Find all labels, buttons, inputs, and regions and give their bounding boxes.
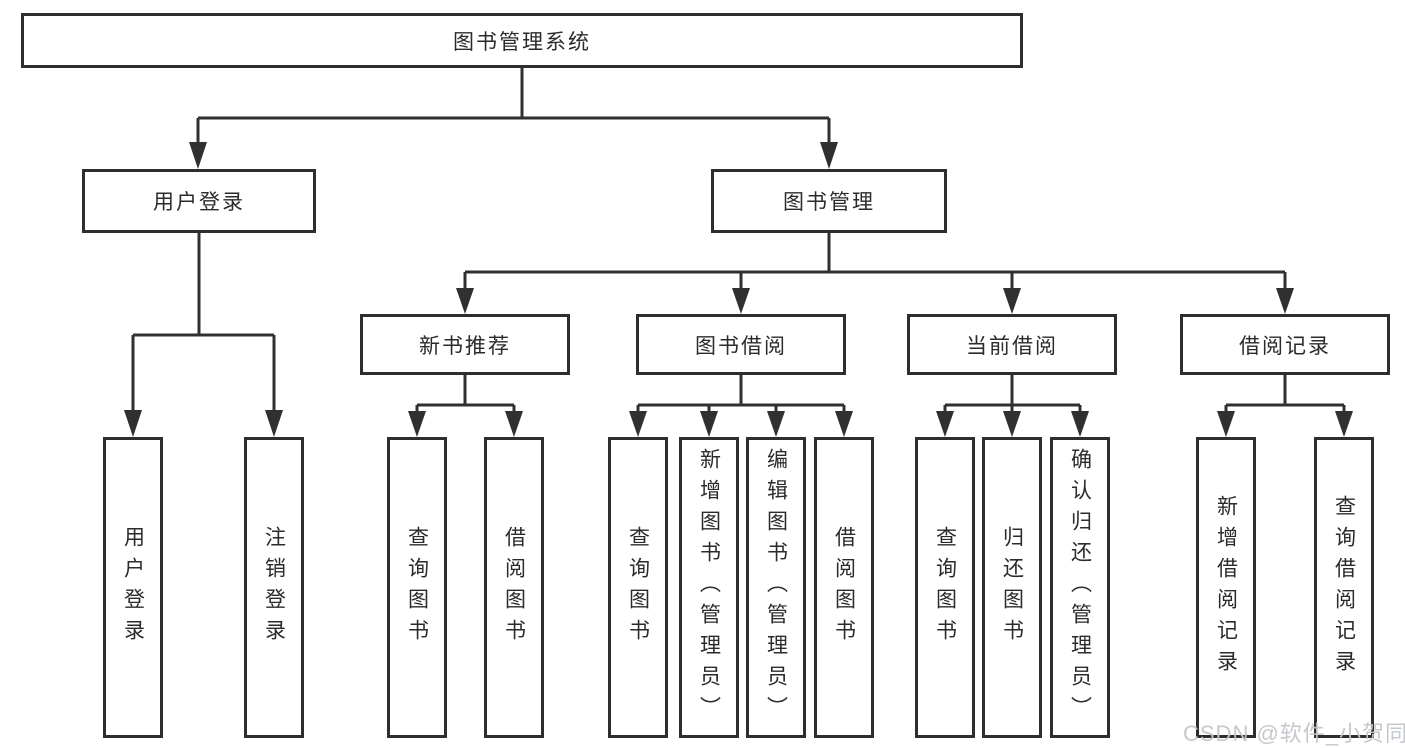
node-root-system: 图书管理系统 <box>21 13 1023 68</box>
connectors-borrow-to-leaves <box>629 375 853 437</box>
node-new-book-recommend: 新书推荐 <box>360 314 570 375</box>
arrowhead-icon <box>629 411 647 437</box>
arrowhead-icon <box>408 411 426 437</box>
arrowhead-icon <box>1003 411 1021 437</box>
arrowhead-icon <box>1217 411 1235 437</box>
leaf-user-login: 用户登录 <box>103 437 163 738</box>
arrowhead-icon <box>936 411 954 437</box>
leaf-add-borrow-record: 新增借阅记录 <box>1196 437 1256 738</box>
connectors-records-to-leaves <box>1217 375 1353 437</box>
arrowhead-icon <box>700 411 718 437</box>
node-label: 查询图书 <box>933 525 957 650</box>
leaf-edit-books-admin: 编辑图书（管理员） <box>746 437 806 738</box>
arrowhead-icon <box>124 410 142 437</box>
node-label: 用户登录 <box>121 525 145 650</box>
node-label: 借阅图书 <box>832 525 856 650</box>
arrowhead-icon <box>1335 411 1353 437</box>
arrowhead-icon <box>456 288 474 314</box>
arrowhead-icon <box>505 411 523 437</box>
node-book-borrowing: 图书借阅 <box>636 314 846 375</box>
arrowhead-icon <box>767 411 785 437</box>
node-label: 查询图书 <box>626 525 650 650</box>
connectors-newbook-to-leaves <box>408 375 523 437</box>
csdn-watermark: CSDN @软件_小贺同学 <box>1183 721 1405 746</box>
arrowhead-icon <box>1071 411 1089 437</box>
node-label: 借阅图书 <box>502 525 526 650</box>
arrowhead-icon <box>835 411 853 437</box>
node-label: 当前借阅 <box>966 334 1058 358</box>
node-label: 编辑图书（管理员） <box>764 448 788 727</box>
node-label: 归还图书 <box>1000 525 1024 650</box>
node-label: 确认归还（管理员） <box>1068 448 1092 727</box>
node-user-login: 用户登录 <box>82 169 316 233</box>
node-label: 注销登录 <box>262 525 286 650</box>
node-label: 新增图书（管理员） <box>697 448 721 727</box>
node-label: 借阅记录 <box>1239 334 1331 358</box>
arrowhead-icon <box>1276 288 1294 314</box>
node-label: 新书推荐 <box>419 334 511 358</box>
arrowhead-icon <box>732 288 750 314</box>
node-current-borrowing: 当前借阅 <box>907 314 1117 375</box>
connectors-root-to-level2 <box>189 68 838 169</box>
arrowhead-icon <box>1003 288 1021 314</box>
node-label: 新增借阅记录 <box>1214 494 1238 681</box>
leaf-query-books: 查询图书 <box>608 437 668 738</box>
leaf-borrow-books: 借阅图书 <box>484 437 544 738</box>
leaf-logout: 注销登录 <box>244 437 304 738</box>
node-label: 查询图书 <box>405 525 429 650</box>
connectors-current-to-leaves <box>936 375 1089 437</box>
leaf-borrow-books: 借阅图书 <box>814 437 874 738</box>
node-label: 查询借阅记录 <box>1332 494 1356 681</box>
node-label: 用户登录 <box>153 191 245 214</box>
leaf-confirm-return-admin: 确认归还（管理员） <box>1050 437 1110 738</box>
arrowhead-icon <box>820 142 838 169</box>
leaf-query-books: 查询图书 <box>915 437 975 738</box>
node-label: 图书管理 <box>783 191 875 214</box>
leaf-query-borrow-record: 查询借阅记录 <box>1314 437 1374 738</box>
node-label: 图书管理系统 <box>453 30 591 54</box>
node-label: 图书借阅 <box>695 334 787 358</box>
node-borrowing-records: 借阅记录 <box>1180 314 1390 375</box>
leaf-return-books: 归还图书 <box>982 437 1042 738</box>
connectors-mgmt-to-level3 <box>456 233 1294 314</box>
leaf-add-books-admin: 新增图书（管理员） <box>679 437 739 738</box>
node-book-management: 图书管理 <box>711 169 947 233</box>
leaf-query-books: 查询图书 <box>387 437 447 738</box>
arrowhead-icon <box>265 410 283 437</box>
connectors-login-to-leaves <box>124 233 283 437</box>
arrowhead-icon <box>189 142 207 169</box>
